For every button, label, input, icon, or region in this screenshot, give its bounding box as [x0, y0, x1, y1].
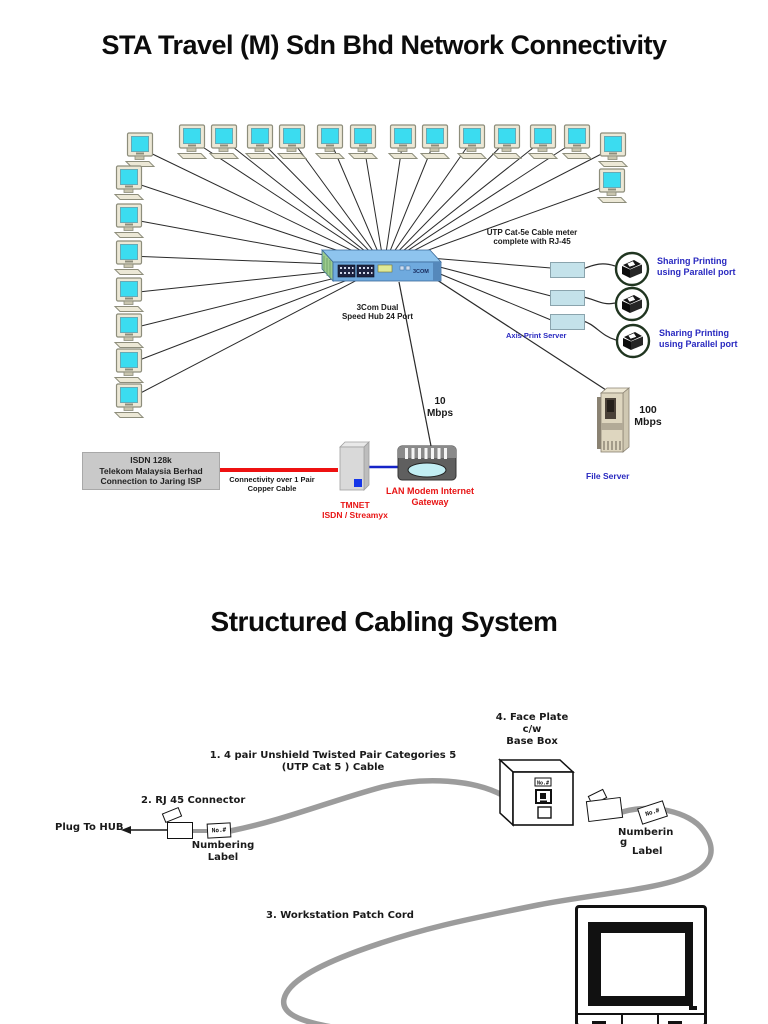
workstation-icon [112, 313, 146, 353]
printserver-to-printer-line [582, 320, 617, 341]
workstation-icon [386, 124, 420, 164]
workstation-icon [596, 132, 630, 172]
lan-modem-icon [397, 445, 457, 481]
page-title: STA Travel (M) Sdn Bhd Network Connectiv… [101, 30, 667, 60]
workstation-icon [455, 124, 489, 164]
workstation-icon [112, 348, 146, 388]
hub-to-printserver-line [431, 264, 552, 297]
hub-to-workstation-line [383, 139, 544, 267]
workstation-icon [418, 124, 452, 164]
hub-to-workstation-line [139, 147, 385, 267]
isdn-box: ISDN 128k Telekom Malaysia Berhad Connec… [82, 452, 220, 490]
hub-to-workstation-line [128, 265, 385, 400]
patch-cord-cable [280, 805, 714, 1024]
hub-to-workstation-line [291, 139, 385, 267]
workstation-icon [123, 132, 157, 172]
hub-to-workstation-line [383, 147, 614, 267]
workstation-icon [346, 124, 380, 164]
file-server-label: File Server [586, 471, 630, 481]
hub-to-workstation-line [191, 139, 385, 267]
numbering-tag: No.# [537, 781, 549, 787]
uplink-speed-label: 10 Mbps [426, 396, 454, 419]
utp-cable-note: UTP Cat-5e Cable meter complete with RJ-… [486, 228, 578, 247]
utp-cable [227, 778, 505, 834]
tmnet-label: TMNET ISDN / Streamyx [322, 500, 388, 521]
numbering-tag: No.# [206, 822, 232, 839]
printserver-to-printer-line [582, 296, 616, 305]
utp-cable-label: 1. 4 pair Unshield Twisted Pair Categori… [209, 750, 457, 773]
printserver-to-printer-line [582, 263, 616, 270]
workstation-icon [175, 124, 209, 164]
hub-to-printserver-line [429, 257, 552, 269]
hub-to-workstation-line [223, 139, 385, 267]
patch-cord-label: 3. Workstation Patch Cord [266, 910, 414, 921]
server-speed-label: 100 Mbps [634, 404, 662, 429]
monitor-screen [601, 933, 685, 996]
hub-to-printserver-line [432, 270, 552, 321]
sharing-printing-note: Sharing Printing using Parallel port [657, 256, 736, 277]
copper-cable-note: Connectivity over 1 Pair Copper Cable [229, 475, 315, 493]
hub-to-fileserver-line [436, 279, 607, 391]
print-server-box [550, 290, 585, 306]
sharing-printing-note: Sharing Printing using Parallel port [659, 328, 738, 349]
axis-print-server-label: Axis Print Server [506, 331, 567, 340]
faceplate-note: 4. Face Plate c/w Base Box [495, 712, 569, 747]
hub-to-workstation-line [128, 265, 385, 365]
workstation-icon [313, 124, 347, 164]
hub-icon: 3COM [321, 248, 442, 283]
numbering-label-left: Numbering Label [191, 840, 255, 863]
hub-to-workstation-line [383, 139, 508, 267]
workstation-icon [112, 383, 146, 423]
workstation-icon [112, 277, 146, 317]
printer-icon [614, 251, 650, 287]
file-server-icon [597, 387, 631, 453]
workstation-icon [112, 203, 146, 243]
hub-brand: 3COM [413, 269, 429, 275]
plug-arrow-head [121, 826, 131, 834]
monitor-bezel [588, 922, 693, 1006]
hub-to-modem-line [398, 281, 432, 447]
printer-icon [615, 323, 651, 359]
workstation-icon [526, 124, 560, 164]
workstation-icon [207, 124, 241, 164]
hub-to-workstation-line [329, 139, 385, 267]
hub-to-workstation-line [362, 139, 385, 267]
rj45-connector-icon [585, 796, 624, 823]
tmnet-modem-icon [339, 441, 370, 491]
workstation-icon [112, 240, 146, 280]
rj45-connector-label: 2. RJ 45 Connector [141, 795, 246, 806]
workstation-icon [112, 165, 146, 205]
printer-icon [614, 286, 650, 322]
print-server-box [550, 262, 585, 278]
workstation-icon [243, 124, 277, 164]
print-server-box [550, 314, 585, 330]
hub-to-workstation-line [383, 139, 404, 267]
lan-modem-label: LAN Modem Internet Gateway [385, 486, 474, 507]
hub-to-workstation-line [383, 139, 436, 267]
workstation-icon [490, 124, 524, 164]
numbering-label-right: Numberin g Label [618, 827, 674, 857]
hub-to-workstation-line [259, 139, 385, 267]
workstation-icon [595, 168, 629, 208]
hub-to-workstation-line [383, 139, 578, 267]
plug-to-hub-label: Plug To HUB [55, 822, 124, 833]
hub-to-workstation-line [383, 139, 473, 267]
workstation-icon [560, 124, 594, 164]
rj45-connector-icon [167, 822, 193, 839]
crt-monitor-icon [575, 905, 707, 1024]
section-title-cabling: Structured Cabling System [210, 606, 558, 637]
workstation-icon [275, 124, 309, 164]
hub-label: 3Com Dual Speed Hub 24 Port [341, 303, 414, 322]
faceplate-icon: No.# [498, 758, 575, 827]
